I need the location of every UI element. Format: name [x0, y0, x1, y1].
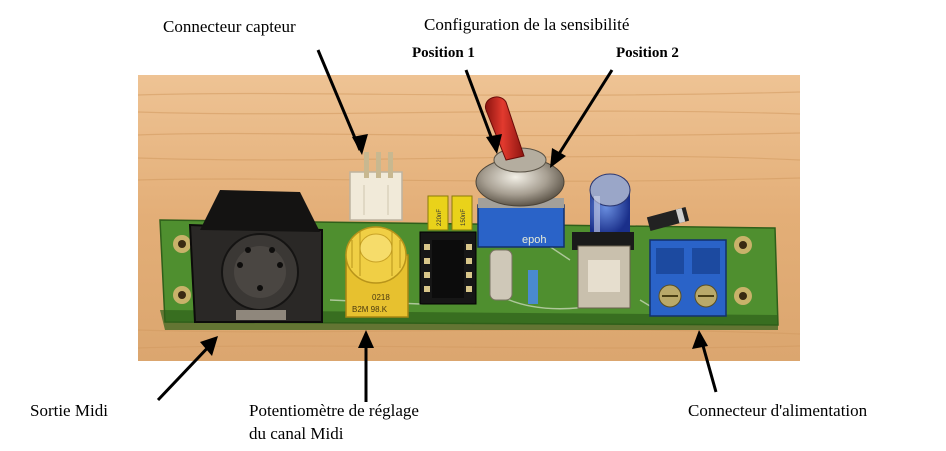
arrowhead-pot [358, 330, 374, 348]
yellow-capacitors: 220nF 150nF [427, 195, 473, 231]
potentiometer: 0218 B2M 98.K [345, 226, 409, 318]
blue-diode [528, 270, 538, 304]
arrow-midi-out [156, 338, 217, 402]
pot-marking-1: 0218 [372, 293, 390, 302]
arrowhead-sensor [352, 134, 368, 155]
arrow-sensor-connector [316, 49, 362, 151]
cap-marking-1: 220nF [437, 209, 443, 226]
pot-marking-2: B2M 98.K [352, 305, 388, 314]
sensor-header-connector [349, 152, 403, 221]
label-sensitivity-config: Configuration de la sensibilité [424, 15, 630, 34]
power-terminal-block [649, 239, 727, 317]
label-position-1: Position 1 [412, 45, 475, 61]
label-midi-out: Sortie Midi [30, 401, 108, 420]
label-sensor-connector: Connecteur capteur [163, 17, 296, 36]
ic-socket [419, 231, 477, 305]
label-position-2: Position 2 [616, 45, 679, 61]
voltage-regulator [572, 232, 634, 309]
label-potentiometer-line1: Potentiomètre de réglage [249, 401, 419, 420]
label-potentiometer-line2: du canal Midi [249, 424, 344, 443]
diode [646, 207, 690, 231]
arrowhead-midi [200, 336, 218, 356]
cap-marking-2: 150nF [461, 209, 467, 226]
mounting-holes [173, 235, 752, 305]
electrolytic-capacitor [589, 173, 631, 238]
arrowhead-pos2 [550, 148, 566, 168]
crystal [489, 249, 513, 301]
arrowhead-power [692, 330, 708, 349]
label-power-connector: Connecteur d'alimentation [688, 401, 868, 420]
arrowhead-pos1 [486, 134, 502, 154]
pcb-marking: epoh [522, 234, 546, 246]
arrow-position-2 [550, 69, 614, 166]
toggle-switch [475, 96, 565, 248]
midi-din-connector [188, 190, 323, 323]
